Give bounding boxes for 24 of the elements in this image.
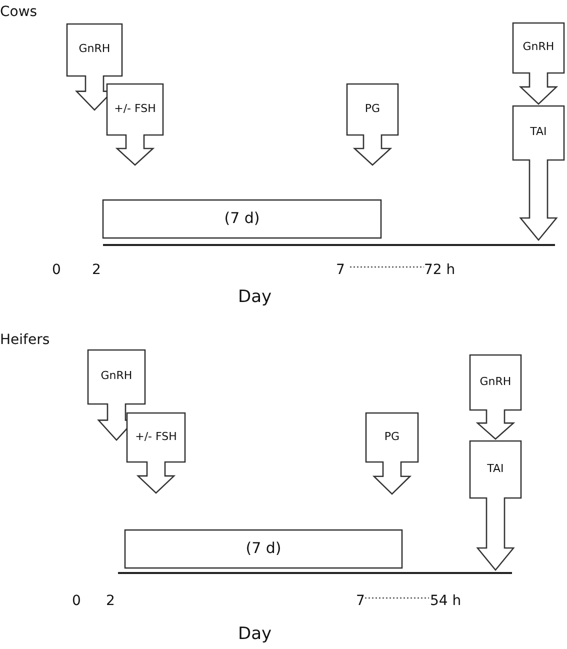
node-label: GnRH	[522, 40, 556, 53]
tick-label: 7	[356, 593, 365, 609]
node-label: TAI	[529, 125, 548, 138]
panel-title: Cows	[0, 4, 38, 20]
node-label: (7 d)	[244, 539, 282, 557]
node-label: PG	[383, 430, 401, 442]
tick-label: 2	[106, 593, 115, 609]
node-label: +/- FSH	[134, 430, 178, 442]
tick-label: 0	[72, 593, 81, 609]
tick-label: 7	[336, 262, 345, 278]
tick-label: 54 h	[430, 593, 462, 609]
tick-label: 72 h	[424, 262, 456, 278]
node-label: GnRH	[100, 369, 134, 382]
node-label: PG	[364, 102, 382, 114]
tick-label: 2	[92, 262, 101, 278]
node-label: GnRH	[478, 374, 512, 388]
axis-title: Day	[238, 287, 272, 307]
axis-title: Day	[238, 624, 272, 644]
panel-title: Heifers	[0, 332, 50, 348]
node-label: (7 d)	[223, 209, 261, 227]
node-label: GnRH	[78, 42, 112, 55]
tick-label: 0	[52, 262, 61, 278]
node-label: TAI	[486, 462, 505, 474]
node-label: +/- FSH	[113, 102, 157, 114]
